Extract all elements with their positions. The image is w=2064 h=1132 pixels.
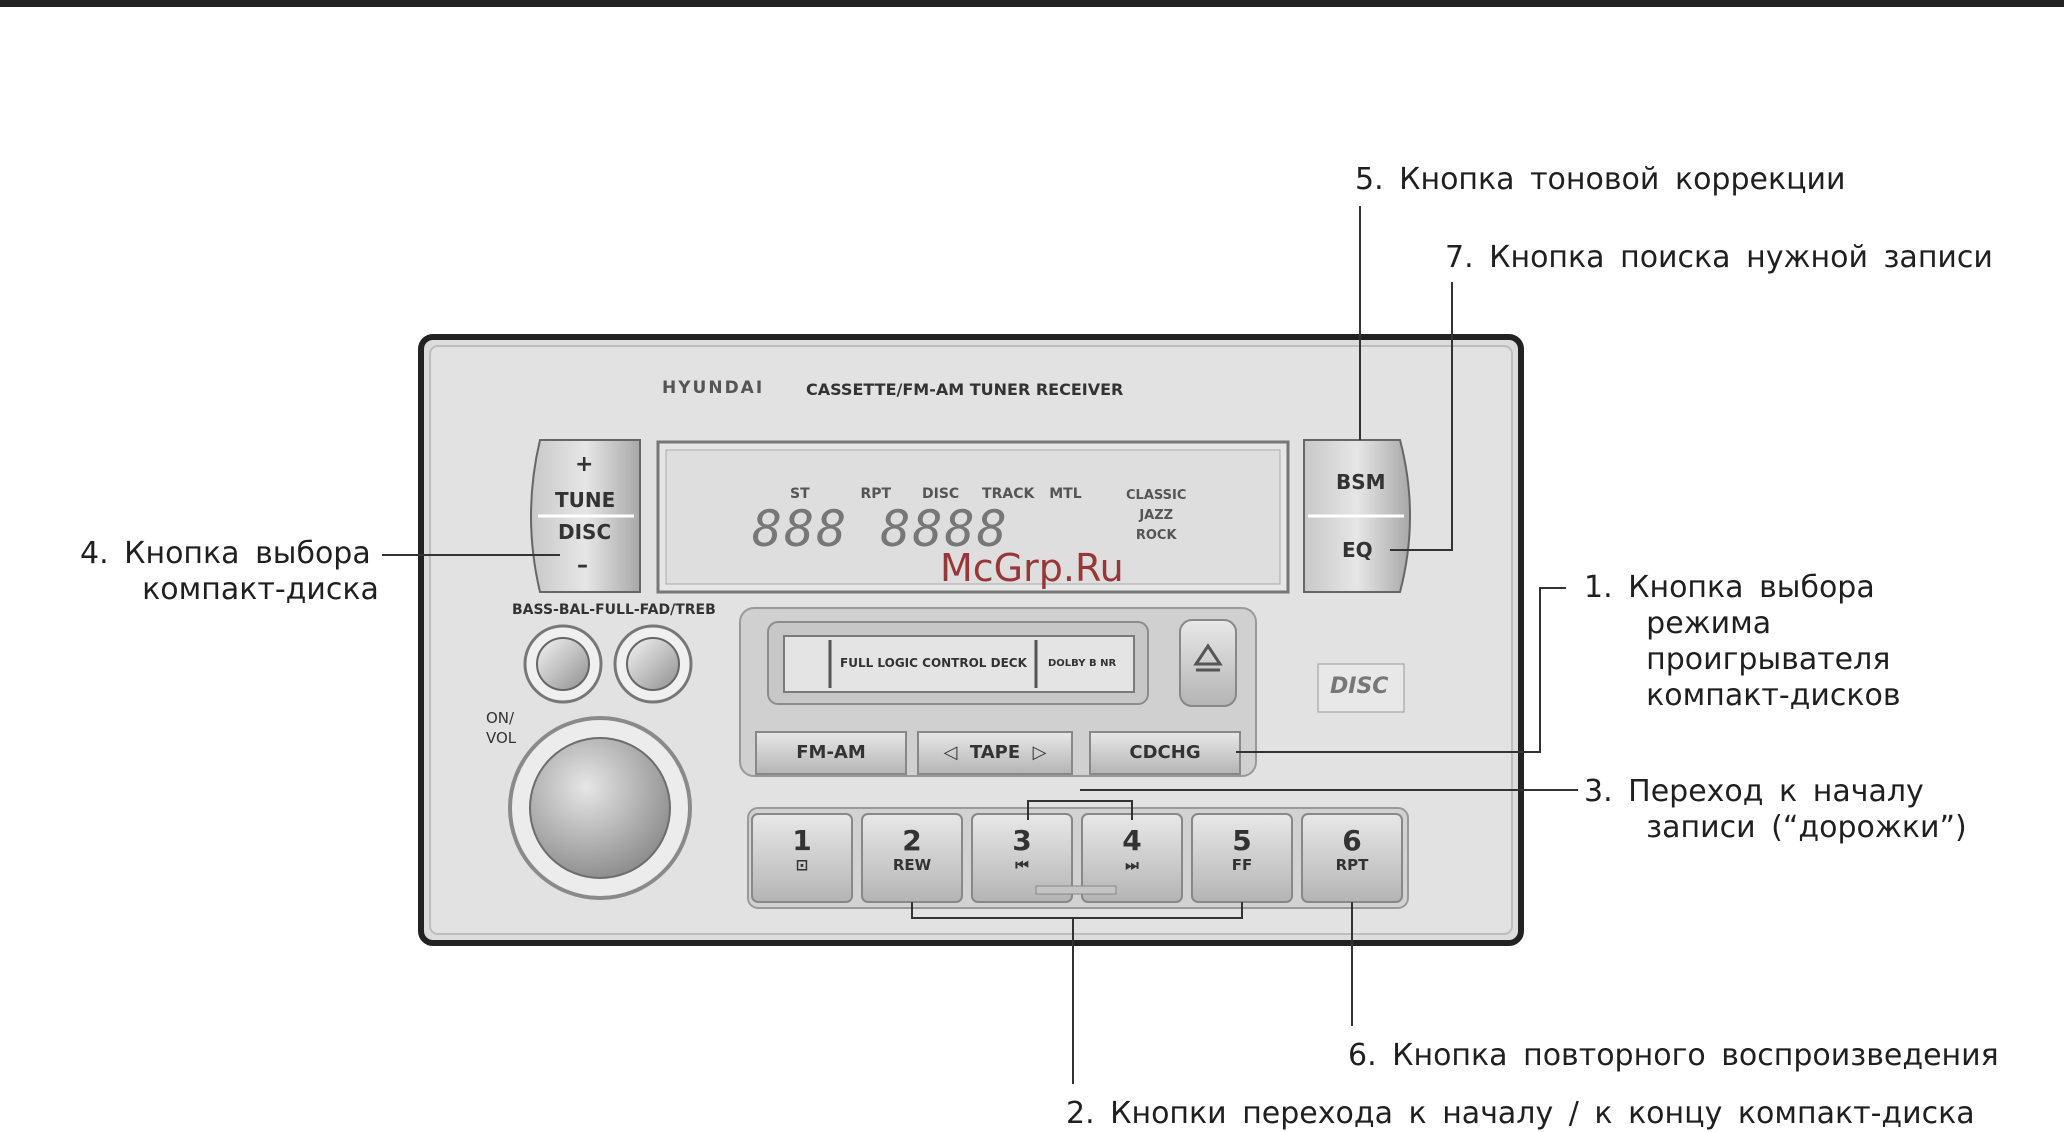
preset-3-number: 3 xyxy=(1012,824,1032,857)
treble-knob-cap xyxy=(626,637,680,691)
power-caption: ON/ VOL xyxy=(486,709,517,747)
leader-1 xyxy=(1236,587,1566,753)
bsm-label[interactable]: BSM xyxy=(1336,470,1386,494)
preset-1-button[interactable]: 1 ⊡ xyxy=(752,824,852,875)
model-text: CASSETTE/FM-AM TUNER RECEIVER xyxy=(806,380,1124,399)
preset-row: 1 ⊡ 2 REW 3 ⏮ 4 ⏭ 5 FF 6 RPT xyxy=(752,826,1412,896)
eq-jazz: JAZZ xyxy=(1139,508,1174,523)
cd-logo xyxy=(1317,663,1405,713)
preset-1-sub: ⊡ xyxy=(795,856,809,874)
callout-2: 2. Кнопки перехода к началу / к концу ко… xyxy=(1066,1096,1975,1131)
preset-6-number: 6 xyxy=(1342,824,1362,857)
tape-button[interactable]: ◁ TAPE ▷ xyxy=(943,742,1047,763)
display-indicators: ST RPT DISC TRACK MTL xyxy=(790,486,1082,502)
deck-text: FULL LOGIC CONTROL DECK xyxy=(840,656,1027,670)
preset-5-number: 5 xyxy=(1232,824,1252,857)
preset-6-sub: RPT xyxy=(1335,856,1369,874)
preset-4-number: 4 xyxy=(1122,824,1142,857)
callout-4: 4. Кнопка выбора компакт-диска xyxy=(80,536,379,607)
display-inner xyxy=(665,449,1281,585)
brand-logo: HYUNDAI xyxy=(662,378,765,398)
preset-1-shape xyxy=(751,813,853,903)
preset-2-number: 2 xyxy=(902,824,922,857)
preset-5-button[interactable]: 5 FF xyxy=(1192,824,1292,875)
preset-3-sub: ⏮ xyxy=(1015,856,1029,874)
callout-6: 6. Кнопка повторного воспроизведения xyxy=(1348,1038,1999,1073)
top-rule xyxy=(0,0,2064,7)
cdchg-button[interactable]: CDCHG xyxy=(1129,742,1201,763)
tune-minus[interactable]: – xyxy=(577,553,588,578)
cd-logo-text: DISC xyxy=(1330,674,1389,699)
eq-rock: ROCK xyxy=(1135,528,1177,543)
disc-label[interactable]: DISC xyxy=(558,520,612,544)
fm-am-button[interactable]: FM-AM xyxy=(796,742,866,763)
preset-6-button[interactable]: 6 RPT xyxy=(1302,824,1402,875)
cassette-door xyxy=(783,635,1135,693)
preset-3-4-link xyxy=(1035,885,1117,895)
fm-am-button-shape xyxy=(755,731,907,775)
indicator-rpt: RPT xyxy=(860,486,892,502)
indicator-st: ST xyxy=(790,486,810,502)
knob-caption: BASS-BAL-FULL-FAD/TREB xyxy=(512,602,716,618)
eq-label[interactable]: EQ xyxy=(1342,538,1373,562)
dolby-text: DOLBY B NR xyxy=(1048,658,1117,669)
indicator-track: TRACK xyxy=(982,486,1035,502)
tape-button-shape xyxy=(917,731,1073,775)
watermark: McGrp.Ru xyxy=(940,546,1124,590)
preset-2-sub: REW xyxy=(892,856,932,874)
callout-7: 7. Кнопка поиска нужной записи xyxy=(1445,240,1993,275)
tune-label[interactable]: TUNE xyxy=(555,488,616,512)
preset-button-shapes xyxy=(751,813,1403,903)
preset-3-shape xyxy=(971,813,1073,903)
preset-1-number: 1 xyxy=(792,824,812,857)
preset-3-button[interactable]: 3 ⏮ xyxy=(972,824,1072,875)
tune-plus[interactable]: + xyxy=(575,452,594,477)
eq-classic: CLASSIC xyxy=(1126,488,1187,503)
preset-5-sub: FF xyxy=(1231,856,1253,874)
indicator-mtl: MTL xyxy=(1049,486,1082,502)
leader-2-bracket xyxy=(911,902,1243,919)
indicator-disc: DISC xyxy=(921,486,960,502)
display-segments: 888 8888 xyxy=(752,500,1009,558)
cdchg-button-shape xyxy=(1089,731,1241,775)
volume-knob xyxy=(529,737,671,879)
preset-4-sub: ⏭ xyxy=(1125,856,1139,874)
preset-2-button[interactable]: 2 REW xyxy=(862,824,962,875)
leader-3-bracket xyxy=(1027,800,1133,820)
leader-7 xyxy=(1390,282,1453,551)
callout-1: 1. Кнопка выбора режима проигрывателя ко… xyxy=(1584,570,1901,713)
preset-4-button[interactable]: 4 ⏭ xyxy=(1082,824,1182,875)
eq-mode-list: CLASSIC JAZZ ROCK xyxy=(1126,486,1186,546)
leader-lines xyxy=(382,206,1578,1084)
callout-5: 5. Кнопка тоновой коррекции xyxy=(1355,162,1846,197)
bass-knob-cap xyxy=(536,637,590,691)
callout-3: 3. Переход к началу записи (“дорожки”) xyxy=(1584,774,1967,845)
eject-icon xyxy=(1193,643,1223,672)
